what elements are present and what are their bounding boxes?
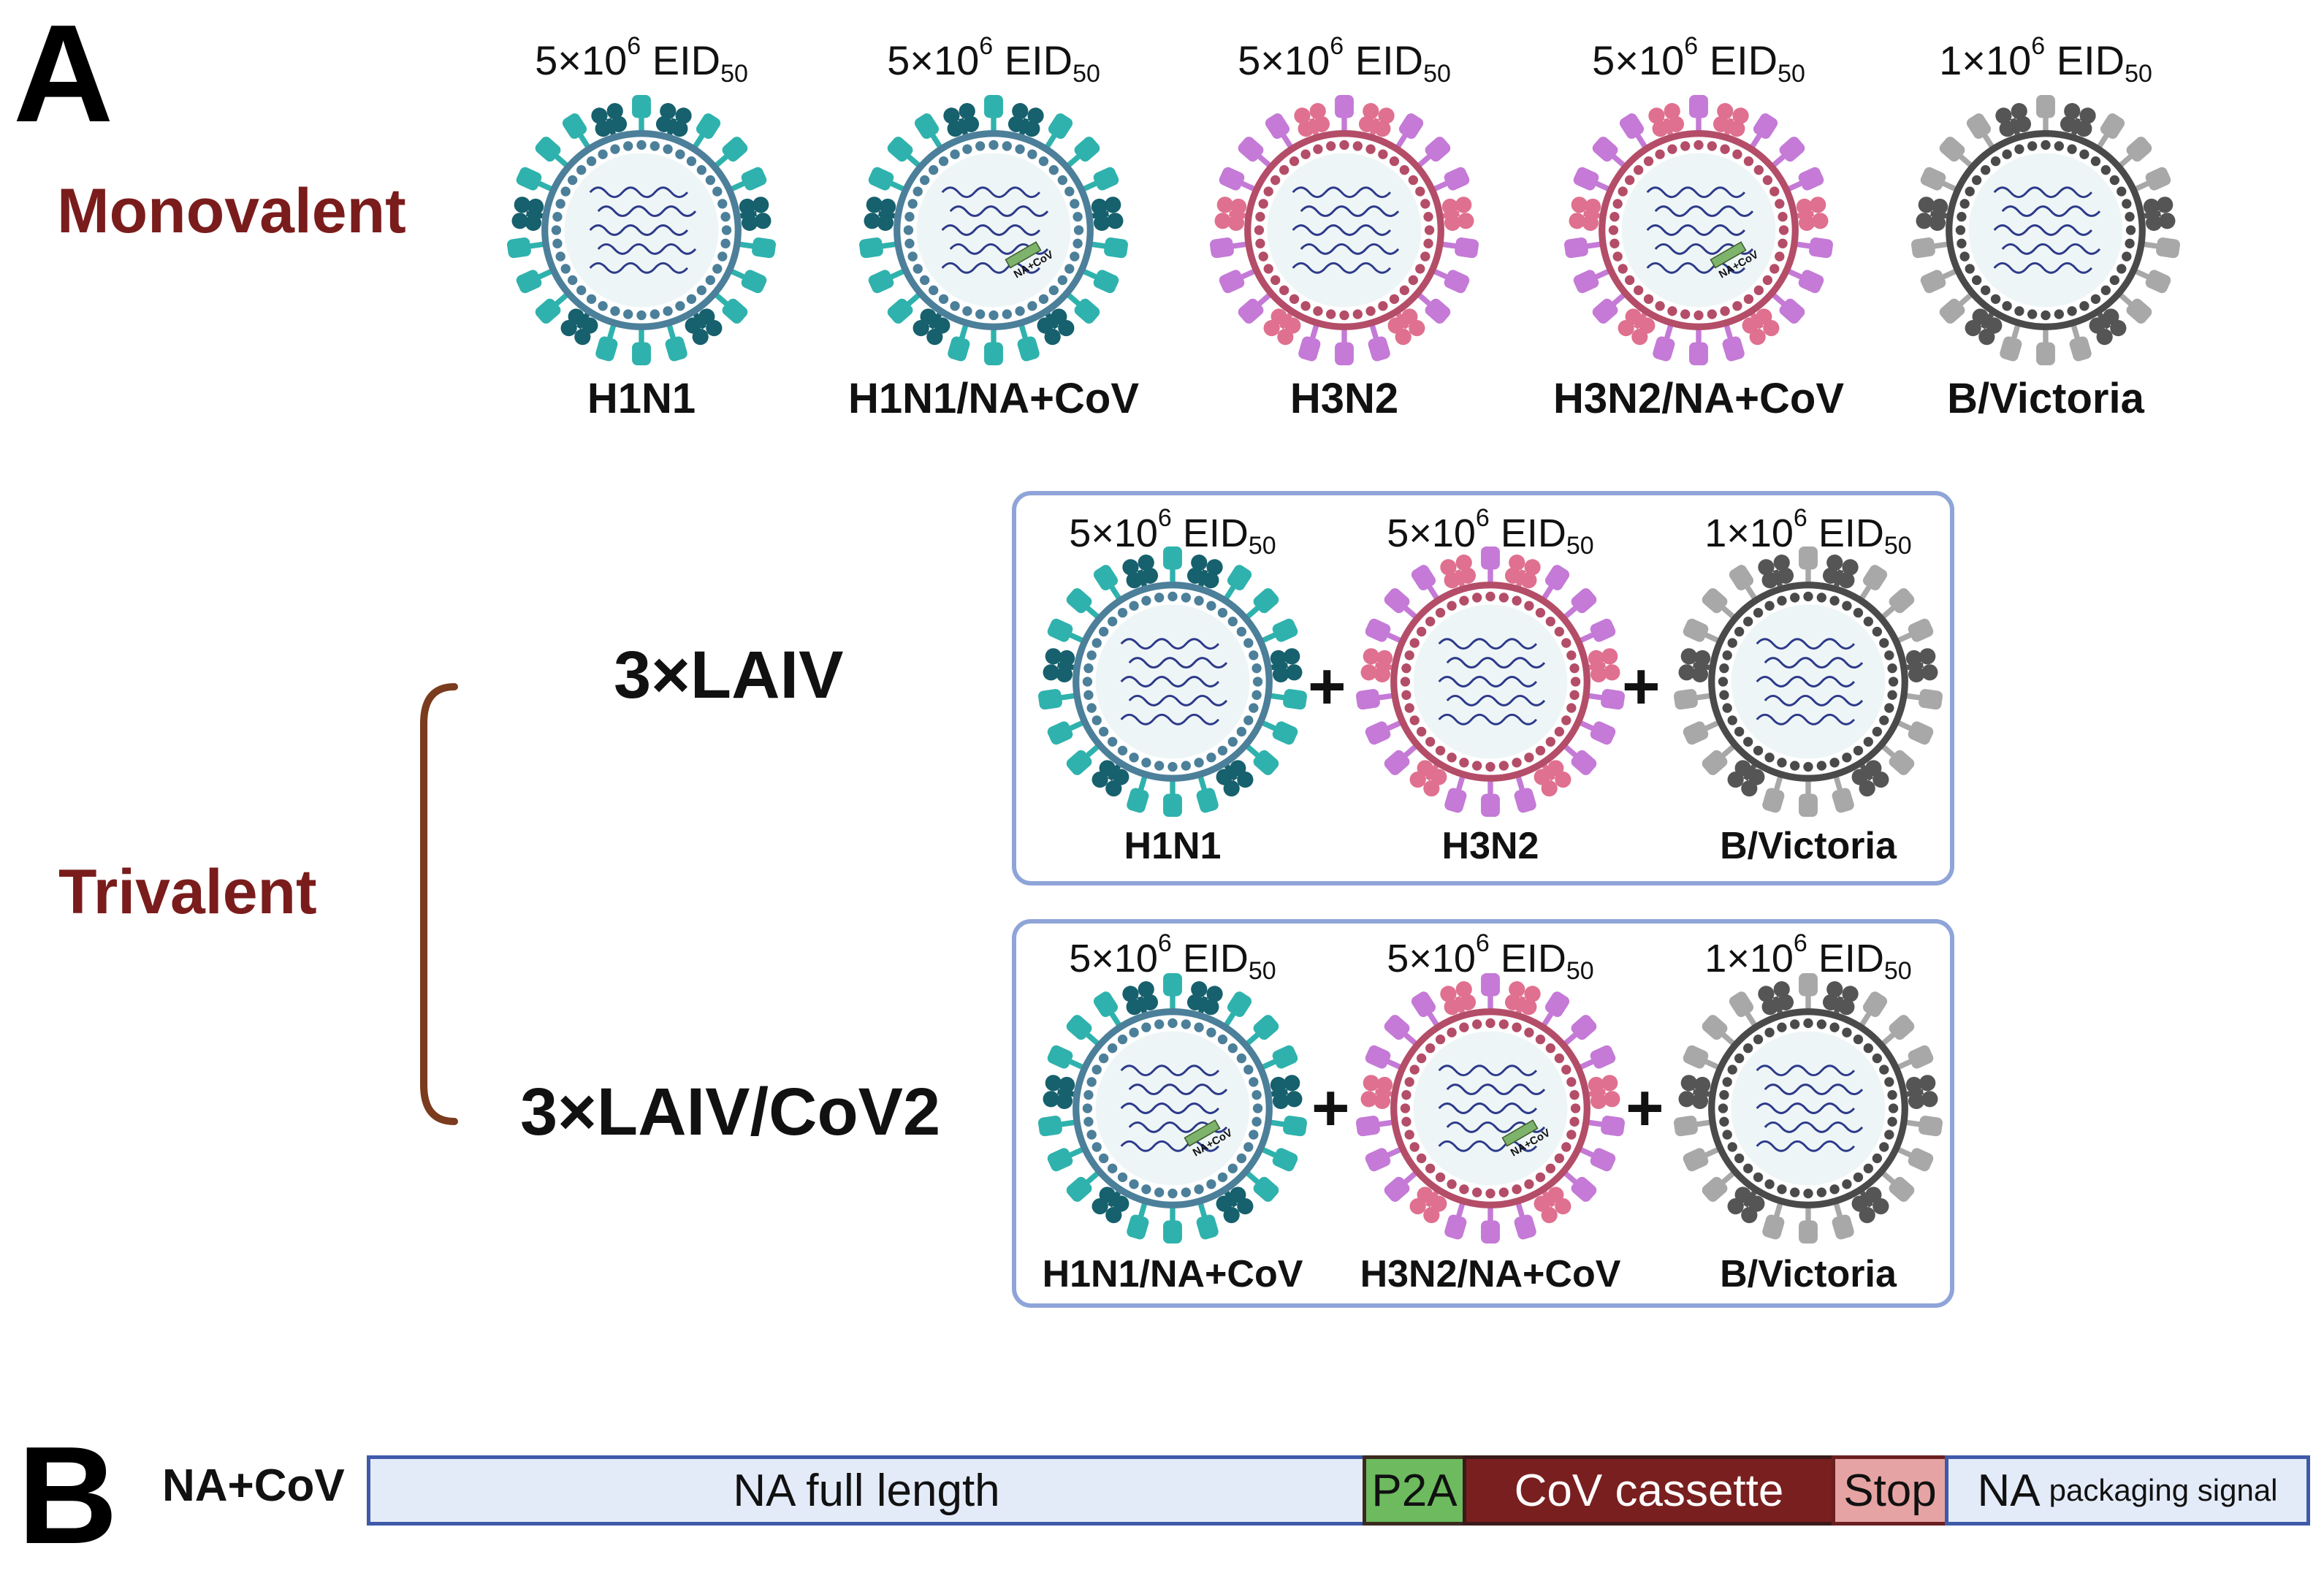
panel-b-letter: B: [18, 1418, 118, 1573]
segment-label: P2A: [1371, 1465, 1458, 1516]
dose-label: 5×106 EID50: [1592, 32, 1805, 88]
dose-label: 5×106 EID50: [1069, 929, 1276, 985]
laiv-cov2-label: 3×LAIV/CoV2: [520, 1075, 941, 1149]
trivalent-bracket: [420, 683, 458, 1125]
virus-name-label: H3N2: [1441, 825, 1539, 867]
virus-icon: [1209, 95, 1479, 369]
segment-label: NA: [1977, 1465, 2041, 1516]
virus-name-label: H1N1: [587, 375, 696, 422]
plus-sign: +: [1626, 1072, 1664, 1145]
virus-icon: [1037, 546, 1308, 820]
construct-name: NA+CoV: [162, 1460, 345, 1511]
virus-icon: [506, 95, 777, 369]
virus-icon: NA+CoV: [1355, 973, 1626, 1247]
virus-name-label: B/Victoria: [1720, 825, 1897, 867]
panel-a-letter: A: [13, 0, 114, 151]
virus-particle-icon: [1911, 95, 2180, 365]
virus-icon: NA+CoV: [858, 95, 1129, 369]
virus-particle-icon: [507, 95, 776, 365]
virus-particle-icon: NA+CoV: [1038, 973, 1307, 1243]
virus-particle-icon: [1674, 546, 1943, 817]
virus-icon: NA+CoV: [1563, 95, 1834, 369]
plus-sign: +: [1308, 650, 1346, 723]
segment-na-full-length: NA full length: [367, 1455, 1366, 1526]
dose-label: 5×106 EID50: [887, 32, 1100, 88]
dose-label: 5×106 EID50: [1387, 504, 1594, 560]
virus-particle-icon: NA+CoV: [1356, 973, 1625, 1243]
virus-particle-icon: NA+CoV: [1564, 95, 1833, 365]
plus-sign: +: [1311, 1072, 1350, 1145]
segment-label: NA full length: [733, 1465, 1000, 1516]
virus-icon: [1673, 546, 1943, 820]
virus-icon: [1355, 546, 1626, 820]
virus-icon: [1910, 95, 2181, 369]
segment-stop: Stop: [1832, 1455, 1948, 1526]
dose-label: 1×106 EID50: [1939, 32, 2152, 88]
virus-particle-icon: [1356, 546, 1625, 817]
virus-name-label: H1N1/NA+CoV: [1042, 1253, 1303, 1295]
trivalent-label: Trivalent: [58, 857, 317, 927]
segment-label: Stop: [1843, 1465, 1937, 1516]
dose-label: 5×106 EID50: [1387, 929, 1594, 985]
virus-icon: NA+CoV: [1037, 973, 1308, 1247]
plus-sign: +: [1622, 650, 1661, 723]
virus-icon: [1673, 973, 1943, 1247]
dose-label: 5×106 EID50: [535, 32, 748, 88]
dose-label: 5×106 EID50: [1069, 504, 1276, 560]
virus-name-label: B/Victoria: [1947, 375, 2144, 422]
virus-name-label: H1N1: [1124, 825, 1222, 867]
laiv-label: 3×LAIV: [614, 638, 844, 712]
monovalent-label: Monovalent: [57, 176, 406, 246]
segment-sublabel: packaging signal: [2049, 1473, 2278, 1507]
dose-label: 1×106 EID50: [1704, 504, 1912, 560]
virus-name-label: H3N2/NA+CoV: [1552, 375, 1845, 422]
virus-name-label: B/Victoria: [1720, 1253, 1897, 1295]
virus-name-label: H1N1/NA+CoV: [847, 375, 1140, 422]
segment-cov-cassette: CoV cassette: [1463, 1455, 1835, 1526]
virus-particle-icon: NA+CoV: [859, 95, 1128, 365]
segment-label: CoV cassette: [1514, 1465, 1784, 1516]
dose-label: 1×106 EID50: [1704, 929, 1912, 985]
virus-name-label: H3N2: [1289, 375, 1399, 422]
virus-name-label: H3N2/NA+CoV: [1360, 1253, 1621, 1295]
dose-label: 5×106 EID50: [1238, 32, 1451, 88]
virus-particle-icon: [1674, 973, 1943, 1243]
virus-particle-icon: [1210, 95, 1479, 365]
segment-p2a: P2A: [1363, 1455, 1466, 1526]
virus-particle-icon: [1038, 546, 1307, 817]
